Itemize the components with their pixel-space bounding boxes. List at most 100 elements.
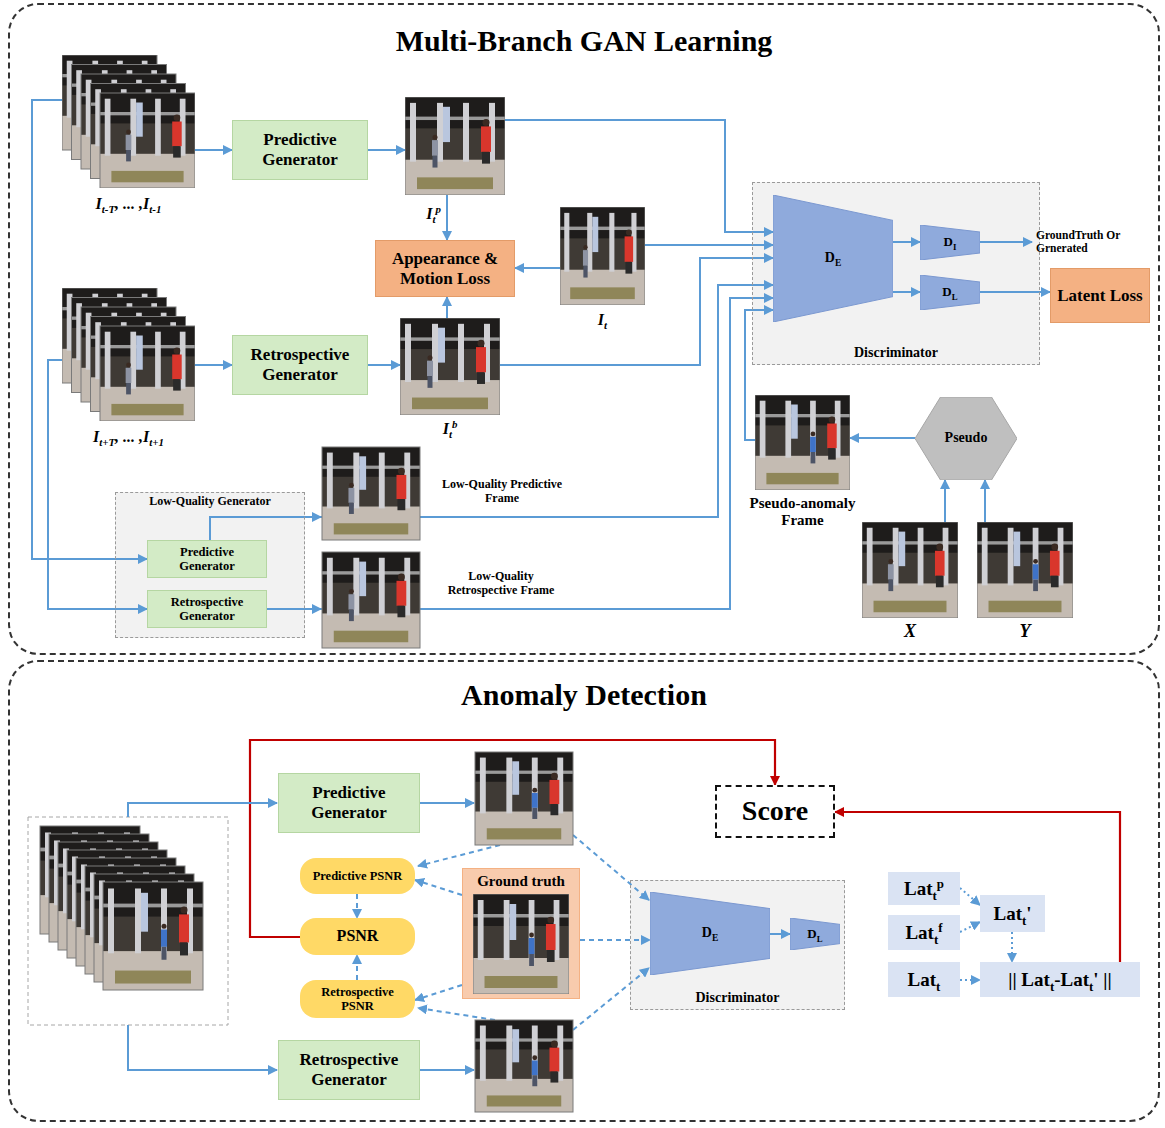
arrow-connector: [515, 267, 560, 269]
frame-detail: [560, 270, 645, 305]
frame-detail: [529, 933, 534, 938]
text-part: ' ||: [1093, 969, 1111, 990]
text-part: t: [934, 931, 938, 946]
frame-detail: [181, 907, 188, 914]
frame-detail: [432, 140, 438, 156]
arrow-connector: [195, 149, 232, 151]
frame-detail: [583, 266, 587, 278]
text-part: t: [936, 978, 940, 993]
frame-detail: [977, 522, 1073, 618]
frame-detail: [485, 976, 558, 988]
frame-detail: [379, 453, 385, 509]
network-block: DI: [920, 225, 980, 260]
process-box: Predictive Generator: [278, 773, 420, 833]
arrow-connector: [580, 939, 650, 941]
text-part: t: [449, 428, 452, 440]
frame-detail: [100, 154, 195, 188]
frame-detail: [504, 900, 510, 960]
frame-detail: [1033, 580, 1038, 592]
input-clip-box: [28, 817, 228, 1025]
frame-detail: [349, 503, 354, 514]
label-text: Score: [723, 795, 827, 827]
text-part: t: [433, 213, 436, 225]
frame-detail: [625, 262, 632, 274]
hexagon-block: Pseudo: [915, 397, 1017, 480]
frame-detail: [428, 376, 433, 388]
flow-arrow: [573, 968, 649, 1030]
group-fill: [752, 182, 1040, 365]
frame-border: [322, 447, 420, 540]
flow-arrow: [980, 241, 1032, 243]
text-part: Lat: [993, 903, 1022, 924]
flow-arrow: [128, 803, 277, 817]
frame-detail: [476, 347, 486, 372]
text-part: , ... ,: [115, 195, 143, 212]
frame-detail: [396, 475, 406, 499]
process-box: Predictive PSNR: [300, 858, 415, 894]
frame-detail: [529, 900, 535, 960]
frame-detail: [135, 888, 141, 953]
frame-detail: [359, 456, 366, 489]
frame-detail: [136, 103, 143, 137]
frame-detail: [918, 528, 924, 586]
group-box: DiscriminatorDEDIDL: [752, 182, 1040, 365]
arrow-connector: [835, 812, 1120, 962]
label-text: Predictive Generator: [154, 545, 260, 574]
frame-detail: [475, 1020, 573, 1112]
text-part: Lat: [904, 878, 933, 899]
frame-detail: [755, 395, 850, 490]
process-box: Retrospective PSNR: [300, 980, 415, 1018]
frame-detail: [398, 574, 405, 581]
frame-detail: [327, 453, 333, 509]
arrow-connector: [770, 933, 790, 935]
process-box: Lattf: [888, 915, 960, 950]
frame-detail: [172, 355, 182, 380]
text-part: D: [944, 234, 953, 249]
text-part: t: [604, 319, 607, 331]
frame-detail: [463, 103, 469, 162]
frame-detail: [547, 917, 554, 924]
label-text: Retrospective Generator: [285, 1050, 413, 1089]
arrow-connector: [960, 922, 980, 932]
frame-detail: [564, 213, 569, 272]
frame-detail: [810, 437, 816, 452]
frame-detail: [348, 594, 354, 609]
frame-detail: [126, 368, 132, 383]
arrow-connector: [960, 979, 980, 981]
frame-picture: [62, 288, 195, 421]
frame-detail: [829, 416, 836, 423]
text-part: t: [1089, 978, 1093, 993]
frame-picture: [62, 55, 195, 188]
arrow-connector: [446, 297, 448, 318]
frame-detail: [532, 1075, 537, 1086]
group-box: DiscriminatorDEDL: [630, 880, 845, 1010]
frame-detail: [532, 758, 538, 814]
frame-detail: [433, 156, 438, 168]
frame-detail: [103, 951, 203, 990]
label-text: || Latt-Latt' ||: [986, 969, 1134, 991]
group-box: Low-Quality GeneratorPredictive Generato…: [115, 492, 305, 638]
frame-border: [405, 97, 505, 195]
process-box: Latt': [980, 895, 1045, 932]
frame-border: [755, 395, 850, 490]
text-part: f: [938, 919, 942, 934]
flow-arrow: [128, 1025, 277, 1070]
section-panel: Multi-Branch GAN LearningIt-T, ... ,It-1…: [8, 3, 1160, 655]
frame-border: [475, 752, 573, 845]
frame-detail: [172, 122, 182, 147]
video-frame-picture: [755, 395, 850, 490]
frame-detail: [512, 1029, 519, 1062]
frame-detail: [487, 828, 561, 839]
arrow-connector: [415, 985, 462, 1000]
trapezoid-shape: [920, 225, 980, 260]
frame-detail: [811, 452, 816, 463]
video-frame: Y: [977, 522, 1073, 618]
frame-detail: [475, 1079, 573, 1112]
frame-detail: [103, 882, 203, 990]
flow-arrow: [418, 845, 500, 866]
arrow-connector: [944, 480, 946, 522]
frame-detail: [549, 780, 559, 804]
video-frame-picture: [100, 93, 195, 188]
frame-detail: [412, 398, 488, 410]
